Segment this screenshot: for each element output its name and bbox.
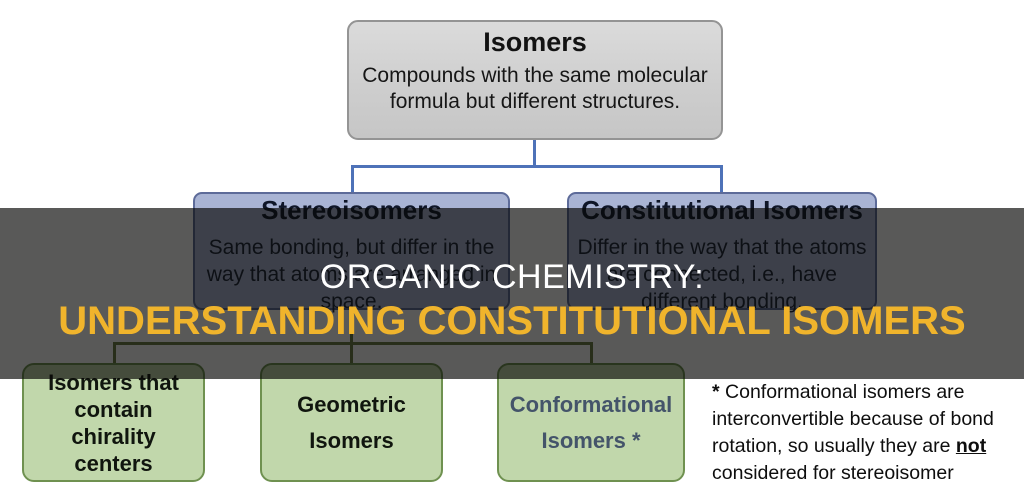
connector-to-stereoisomers bbox=[351, 165, 354, 193]
root-box-title: Isomers bbox=[483, 27, 587, 57]
leaf-box-chirality-centers: Isomers that contain chirality centers bbox=[22, 363, 205, 482]
root-box-description: Compounds with the same molecular formul… bbox=[362, 64, 708, 113]
title-overlay-band: ORGANIC CHEMISTRY: UNDERSTANDING CONSTIT… bbox=[0, 208, 1024, 379]
footnote-asterisk: * bbox=[712, 381, 720, 403]
leaf-box-conformational-isomers: Conformational Isomers * bbox=[497, 363, 685, 482]
page-title-kicker: ORGANIC CHEMISTRY: bbox=[319, 258, 705, 296]
conformational-isomers-label: Conformational Isomers * bbox=[509, 391, 673, 453]
connector-to-constitutional bbox=[720, 165, 723, 193]
connector-root-stem bbox=[533, 140, 536, 167]
geometric-isomers-label: Geometric Isomers bbox=[297, 391, 406, 453]
chirality-centers-label: Isomers that contain chirality centers bbox=[48, 369, 179, 476]
page-title: UNDERSTANDING CONSTITUTIONAL ISOMERS bbox=[58, 299, 966, 343]
leaf-box-geometric-isomers: Geometric Isomers bbox=[260, 363, 443, 482]
footnote-text-after: considered for stereoisomer purpose. bbox=[712, 462, 954, 493]
connector-root-crossbar bbox=[351, 165, 723, 168]
footnote-emphasis-not: not bbox=[955, 435, 987, 457]
footnote-text-before: Conformational isomers are interconverti… bbox=[712, 381, 994, 457]
conformational-footnote: * Conformational isomers are interconver… bbox=[712, 379, 1015, 493]
root-box-isomers: Isomers Compounds with the same molecula… bbox=[347, 20, 723, 140]
